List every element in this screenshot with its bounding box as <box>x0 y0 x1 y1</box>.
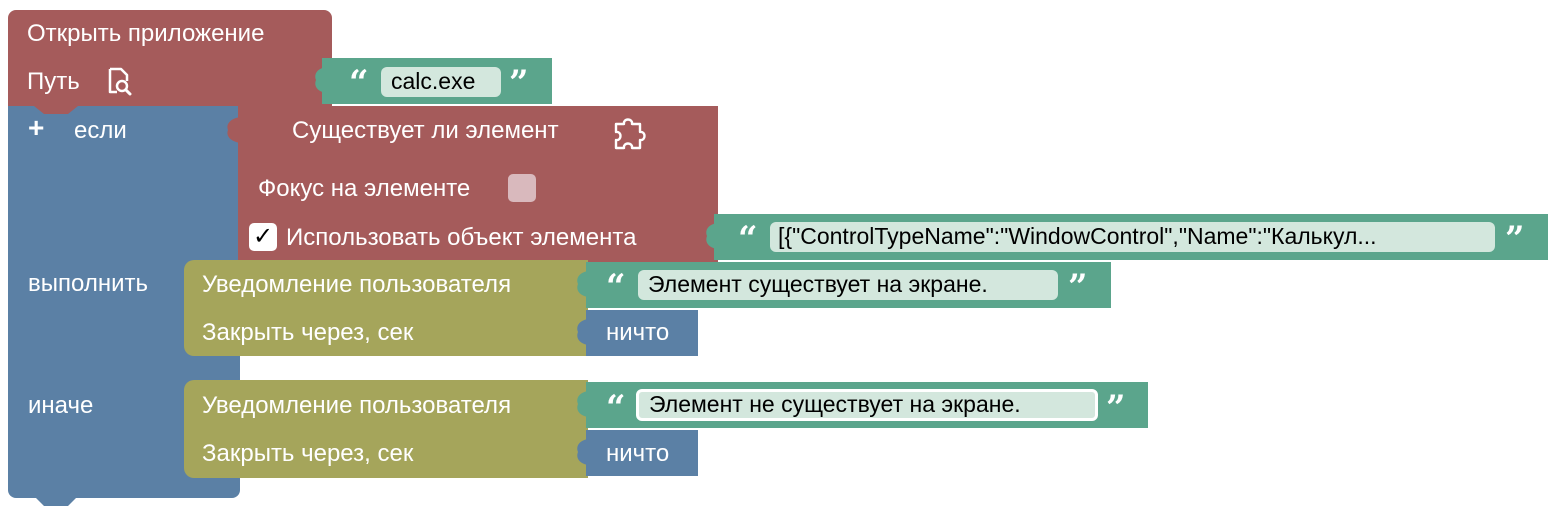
if-bottom-notch <box>34 496 78 506</box>
selector-close-quote-icon: ” <box>1505 219 1525 259</box>
element-exists-block[interactable] <box>238 106 718 262</box>
plus-icon[interactable]: + <box>28 112 45 143</box>
notify-then-close-quote-icon: ” <box>1068 267 1088 307</box>
notify-else-close-value-block[interactable] <box>586 430 698 476</box>
open-app-title: Открыть приложение <box>27 20 265 47</box>
puzzle-icon[interactable] <box>610 114 650 154</box>
element-exists-connector <box>227 117 240 143</box>
if-label: если <box>74 117 127 144</box>
do-label: выполнить <box>28 270 148 297</box>
file-search-icon[interactable] <box>104 66 134 96</box>
if-top-notch <box>34 106 78 114</box>
use-object-label: Использовать объект элемента <box>286 224 637 251</box>
open-app-path-label: Путь <box>27 68 80 95</box>
selector-open-quote-icon: “ <box>738 219 758 259</box>
notify-else-block[interactable] <box>184 380 588 478</box>
notify-else-open-quote-icon: “ <box>606 388 626 428</box>
path-string-connector <box>315 67 326 93</box>
open-app-block[interactable] <box>8 10 332 106</box>
element-exists-title: Существует ли элемент <box>292 117 559 144</box>
notify-then-close-value[interactable]: ничто <box>606 319 670 346</box>
notify-else-close-label: Закрыть через, сек <box>202 440 414 467</box>
notify-else-title: Уведомление пользователя <box>202 392 512 419</box>
notify-then-close-label: Закрыть через, сек <box>202 319 414 346</box>
path-open-quote-icon: “ <box>349 63 369 103</box>
notify-else-close-value-connector <box>577 439 588 465</box>
notify-else-message-input[interactable]: Элемент не существует на экране. <box>636 389 1098 421</box>
use-object-checkbox[interactable]: ✓ <box>249 223 277 251</box>
focus-label: Фокус на элементе <box>258 175 471 202</box>
notify-then-open-quote-icon: “ <box>606 267 626 307</box>
notify-then-close-value-block[interactable] <box>586 310 698 356</box>
path-input[interactable]: calc.exe <box>381 67 501 97</box>
notify-else-close-quote-icon: ” <box>1106 388 1126 428</box>
notify-then-title: Уведомление пользователя <box>202 271 512 298</box>
path-close-quote-icon: ” <box>509 63 529 103</box>
notify-else-message-connector <box>577 391 588 417</box>
selector-string-connector <box>706 223 717 249</box>
notify-then-close-value-connector <box>577 319 588 345</box>
notify-then-message-input[interactable]: Элемент существует на экране. <box>638 270 1058 300</box>
notify-else-close-value[interactable]: ничто <box>606 440 670 467</box>
focus-checkbox[interactable] <box>508 174 536 202</box>
else-label: иначе <box>28 392 94 419</box>
notify-then-message-connector <box>577 271 588 297</box>
notify-then-block[interactable] <box>184 260 588 356</box>
selector-input[interactable]: [{"ControlTypeName":"WindowControl","Nam… <box>770 222 1495 252</box>
